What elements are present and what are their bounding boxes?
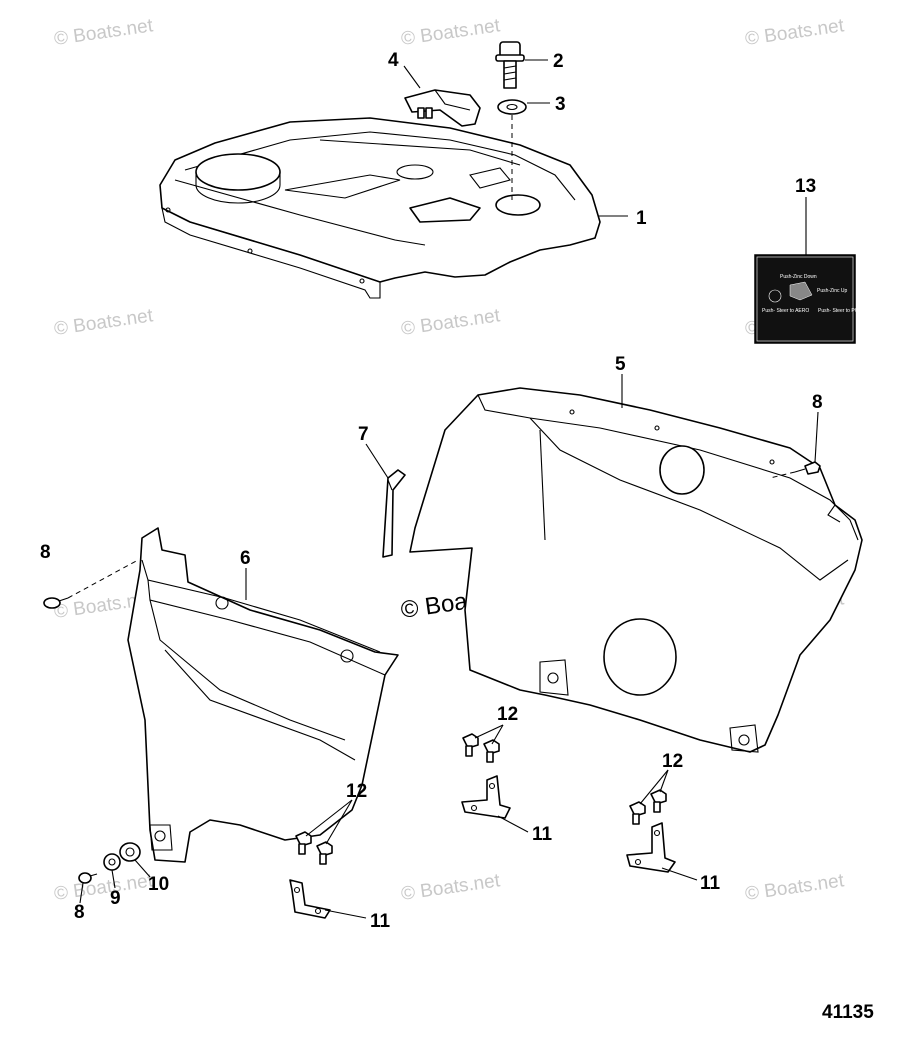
callout-8: 8	[40, 542, 51, 563]
watermark: © Boats.net	[53, 15, 155, 50]
part-engine-top-cover	[159, 117, 601, 299]
part-bolt-pair	[629, 789, 667, 825]
leader-lines	[79, 59, 819, 919]
assembly-line	[67, 559, 139, 599]
part-grommet	[119, 842, 141, 862]
watermark: © Boats.net	[400, 870, 502, 905]
part-bracket	[461, 775, 511, 819]
callout-11: 11	[532, 824, 553, 845]
callout-10: 10	[148, 874, 169, 895]
part-screw	[495, 41, 525, 89]
watermark: © Boats.net	[744, 870, 846, 905]
callout-8: 8	[812, 392, 823, 413]
callout-4: 4	[388, 50, 399, 71]
part-bolt-pair	[462, 733, 500, 763]
callout-numbers: 2 3 4 1 13 5 8 7 8 6 12 12 12 11 11 11 1…	[40, 50, 823, 932]
part-screw-small	[43, 597, 69, 609]
part-latch	[404, 89, 481, 127]
callout-12: 12	[662, 751, 683, 772]
watermark: © Boats.net	[400, 15, 502, 50]
watermark: © Boats.net	[744, 15, 846, 50]
part-decal: Push-Zinc Down Push-Zinc Up Push- Steer …	[754, 254, 865, 344]
part-bolt-pair	[295, 831, 333, 865]
watermark: © Boats.net	[400, 305, 502, 340]
decal-push-up-text: Push-Zinc Up	[817, 288, 848, 294]
callout-12: 12	[346, 781, 367, 802]
part-right-side-panel	[409, 387, 863, 753]
callout-13: 13	[795, 176, 816, 197]
part-grommet-washer	[103, 853, 121, 871]
part-screw-small	[78, 872, 98, 884]
callout-7: 7	[358, 424, 369, 445]
part-bracket	[626, 822, 676, 873]
decal-steer-left-text: Push- Steer to AERO	[762, 308, 809, 314]
callout-5: 5	[615, 354, 626, 375]
callout-12: 12	[497, 704, 518, 725]
part-trim-strip	[382, 469, 406, 558]
callout-8: 8	[74, 902, 85, 923]
callout-11: 11	[700, 873, 721, 894]
decal-steer-right-text: Push- Steer to PORT	[818, 308, 865, 314]
figure-number: 41135	[822, 1002, 874, 1023]
part-screw-small	[794, 461, 821, 475]
callout-9: 9	[110, 888, 121, 909]
callout-3: 3	[555, 94, 566, 115]
callout-2: 2	[553, 51, 564, 72]
part-washer	[497, 99, 527, 115]
callout-11: 11	[370, 911, 391, 932]
assembly-line	[769, 471, 796, 479]
part-left-side-panel	[127, 527, 399, 863]
decal-push-down-text: Push-Zinc Down	[780, 274, 817, 280]
watermark: © Boats.net	[53, 870, 155, 905]
part-bracket	[289, 879, 331, 919]
callout-1: 1	[636, 208, 647, 229]
callout-6: 6	[240, 548, 251, 569]
watermark: © Boats.net	[53, 305, 155, 340]
